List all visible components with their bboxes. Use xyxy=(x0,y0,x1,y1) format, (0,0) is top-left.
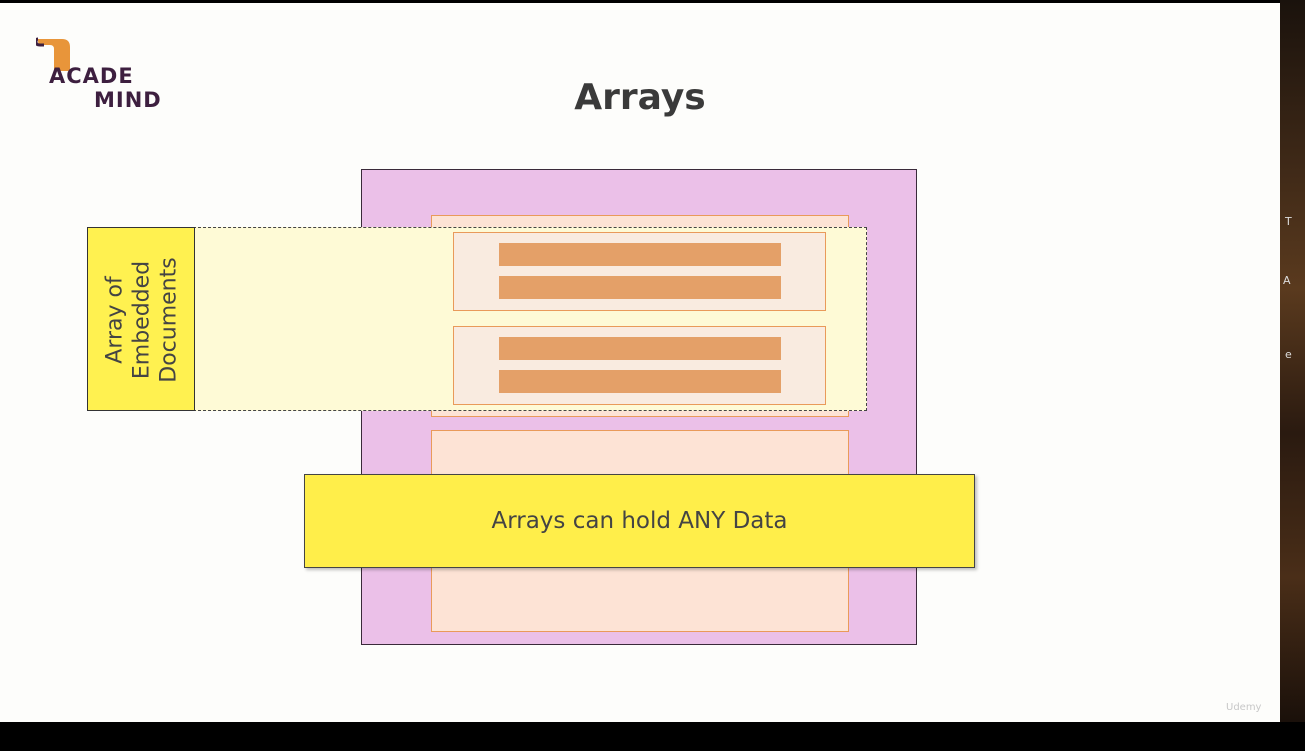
embedded-document xyxy=(453,326,826,405)
embedded-field-bar xyxy=(499,276,781,299)
array-label-line3: Documents xyxy=(156,257,182,383)
array-label-line1: Array of xyxy=(102,276,128,364)
array-label-box: Array of Embedded Documents xyxy=(87,227,195,411)
logo-flag-icon xyxy=(36,37,70,71)
embedded-document xyxy=(453,232,826,311)
logo-line2: MIND xyxy=(94,88,162,112)
letterbox-bar xyxy=(0,722,1305,751)
edge-char: e xyxy=(1285,348,1292,361)
logo-line1: ACADE xyxy=(49,64,134,88)
array-label-text: Array of Embedded Documents xyxy=(102,228,183,412)
banner-any-data: Arrays can hold ANY Data xyxy=(304,474,975,568)
embedded-field-bar xyxy=(499,337,781,360)
edge-char: A xyxy=(1283,274,1291,287)
academind-logo: ACADE MIND xyxy=(36,37,176,117)
background-edge xyxy=(1280,0,1305,722)
embedded-field-bar xyxy=(499,370,781,393)
edge-char: T xyxy=(1285,215,1292,228)
udemy-watermark: Udemy xyxy=(1226,702,1262,713)
slide-title: Arrays xyxy=(574,77,706,118)
array-label-line2: Embedded xyxy=(129,260,155,380)
embedded-field-bar xyxy=(499,243,781,266)
